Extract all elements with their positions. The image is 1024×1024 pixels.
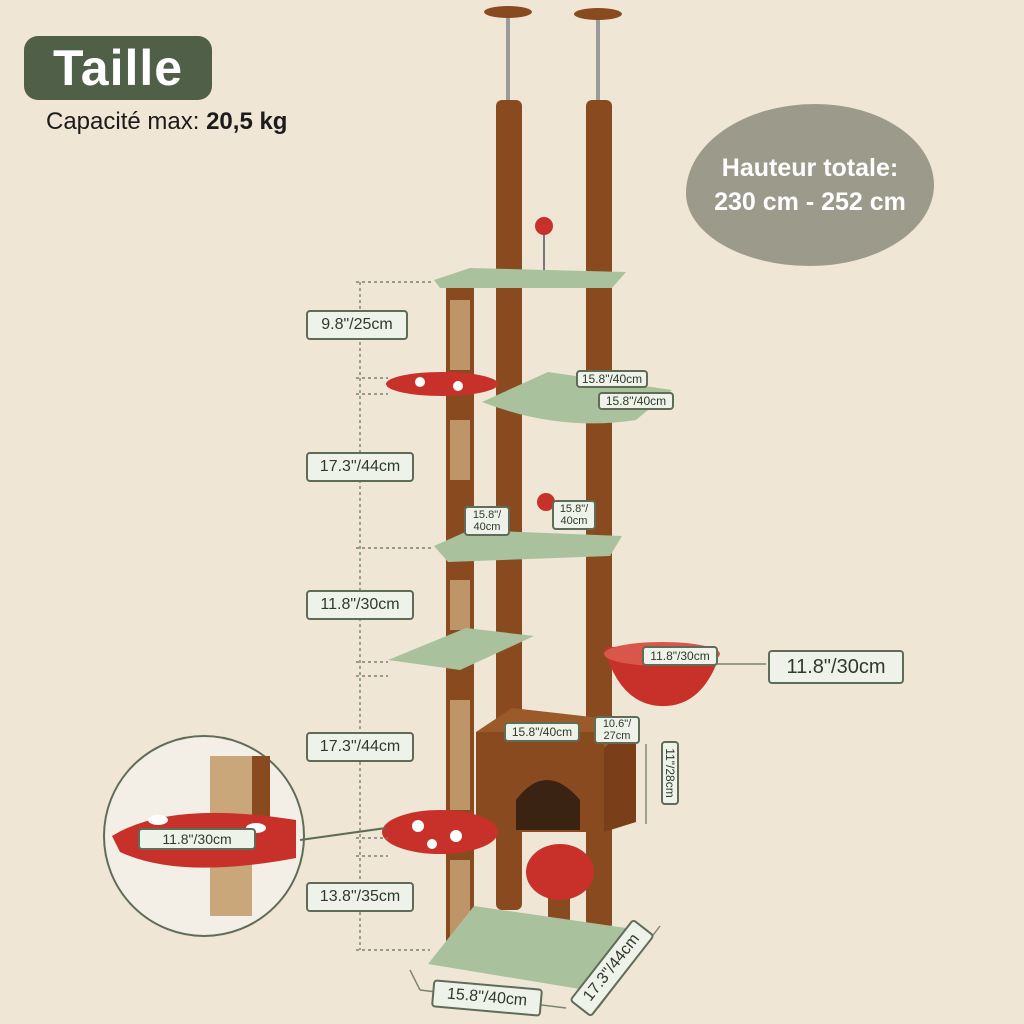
dim-gap-5: 13.8"/35cm	[306, 882, 414, 912]
capacity-text: Capacité max: 20,5 kg	[46, 108, 287, 136]
toy-ball-top	[535, 217, 553, 272]
dim-mid-platform-b: 15.8"/ 40cm	[552, 500, 596, 530]
total-height-label: Hauteur totale:	[721, 154, 899, 182]
lower-platform	[388, 628, 534, 670]
total-height-badge: Hauteur totale: 230 cm - 252 cm	[686, 104, 934, 266]
dim-condo-width: 15.8"/40cm	[504, 722, 580, 742]
dim-hammock-width: 15.8"/40cm	[576, 370, 648, 388]
dim-hammock-depth: 15.8"/40cm	[598, 392, 674, 410]
page-title: Taille	[24, 36, 212, 100]
middle-platform	[434, 530, 622, 562]
dim-mushroom-zoom: 11.8"/30cm	[138, 828, 256, 850]
dim-condo-height: 11"/28cm	[661, 741, 679, 805]
toy-ball-middle	[537, 493, 555, 511]
dim-basket-height: 11.8"/30cm	[768, 650, 904, 684]
dim-top-gap: 9.8"/25cm	[306, 310, 408, 340]
dim-basket-diameter: 11.8"/30cm	[642, 646, 718, 666]
dim-mid-platform-a: 15.8"/ 40cm	[464, 506, 510, 536]
base-platform	[428, 906, 626, 990]
tension-rods	[484, 6, 622, 102]
mushroom-platform-2	[382, 810, 498, 854]
height-guides	[356, 281, 434, 951]
capacity-value: 20,5 kg	[206, 108, 288, 135]
dim-gap-2: 17.3"/44cm	[306, 452, 414, 482]
dim-gap-3: 11.8"/30cm	[306, 590, 414, 620]
mushroom-platform-1	[386, 372, 498, 396]
capacity-label: Capacité max:	[46, 108, 207, 135]
top-platform	[434, 268, 626, 288]
dim-gap-4: 17.3"/44cm	[306, 732, 414, 762]
total-height-value: 230 cm - 252 cm	[714, 188, 906, 216]
dim-condo-depth: 10.6"/ 27cm	[594, 716, 640, 744]
